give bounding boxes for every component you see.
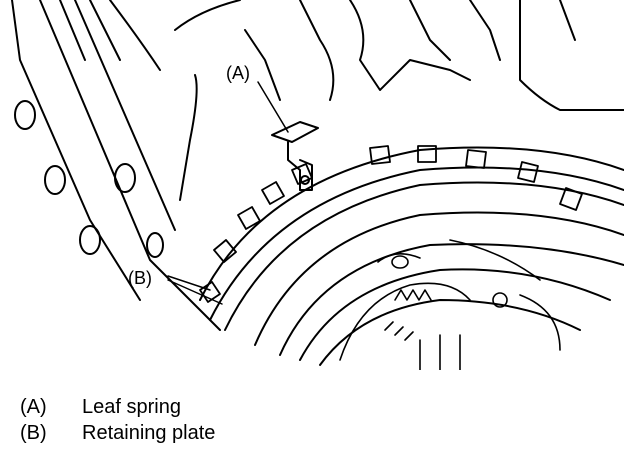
legend-item-a: (A) Leaf spring bbox=[20, 394, 215, 420]
case-housing bbox=[11, 0, 624, 331]
legend-label-b: Retaining plate bbox=[82, 422, 216, 444]
legend-key-b: (B) bbox=[20, 422, 47, 444]
legend: (A) Leaf spring (B) Retaining plate bbox=[20, 394, 215, 446]
legend-key-a: (A) bbox=[20, 396, 47, 418]
retaining-plate-rings bbox=[199, 146, 624, 366]
legend-item-b: (B) Retaining plate bbox=[20, 420, 215, 446]
hub-assembly bbox=[339, 239, 561, 370]
callout-a-label: (A) bbox=[226, 63, 250, 83]
friction-plate-tabs bbox=[199, 145, 583, 303]
callout-b-label: (B) bbox=[128, 268, 152, 288]
exploded-view-drawing bbox=[11, 0, 624, 370]
leaf-spring bbox=[271, 121, 319, 191]
leader-lines bbox=[167, 81, 289, 305]
legend-label-a: Leaf spring bbox=[82, 396, 181, 418]
